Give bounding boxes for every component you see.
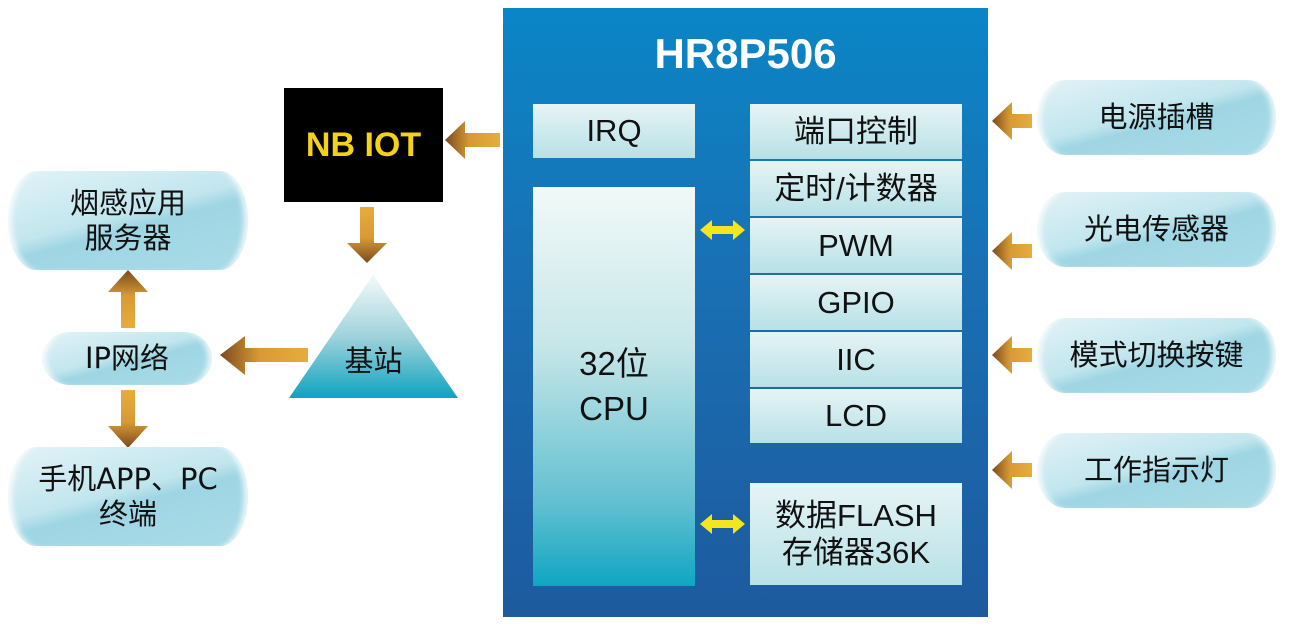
input-photo-sensor: 光电传感器 <box>1037 192 1276 267</box>
input-mode-switch-key: 模式切换按键 <box>1037 318 1276 393</box>
arrow-photo-sensor <box>992 232 1032 270</box>
server-label-1: 烟感应用 <box>69 185 186 220</box>
server-pill: 烟感应用服务器 <box>8 171 248 270</box>
ip-network-pill: IP网络 <box>42 332 212 385</box>
flash-label-1: 数据FLASH <box>775 497 937 533</box>
arrow-nbiot-to-base <box>347 207 387 263</box>
peripheral-pwm: PWM <box>750 218 962 273</box>
cpu-label-1: 32位 <box>579 344 649 382</box>
arrow-chip-to-nbiot <box>445 121 500 159</box>
arrow-base-to-ip <box>220 336 308 375</box>
chip-title: HR8P506 <box>654 30 837 77</box>
flash-label-2: 存储器36K <box>781 535 931 570</box>
cpu-label-2: CPU <box>579 389 649 427</box>
double-arrow-cpu-flash <box>700 514 745 534</box>
base-station-triangle <box>289 275 458 398</box>
arrow-ip-to-terminal <box>108 390 148 448</box>
arrow-mode-key <box>992 336 1032 374</box>
nb-iot-box: NB IOT <box>284 88 443 202</box>
peripheral-port-control: 端口控制 <box>750 104 962 159</box>
arrow-indicator-light <box>992 451 1032 489</box>
base-station-label: 基站 <box>344 344 403 378</box>
server-label-2: 服务器 <box>84 220 172 255</box>
input-power-socket: 电源插槽 <box>1037 80 1276 155</box>
peripheral-timer-counter: 定时/计数器 <box>750 161 962 216</box>
peripheral-gpio: GPIO <box>750 275 962 330</box>
arrow-power-socket <box>992 102 1032 140</box>
peripheral-lcd: LCD <box>750 389 962 443</box>
double-arrow-cpu-peripherals <box>700 220 745 240</box>
arrow-ip-to-server <box>108 270 148 328</box>
irq-box: IRQ <box>533 104 695 158</box>
peripheral-iic: IIC <box>750 332 962 387</box>
cpu-box: 32位 CPU <box>533 187 695 586</box>
terminal-label-2: 终端 <box>98 496 157 531</box>
terminal-label-1: 手机APP、PC <box>38 461 218 496</box>
input-indicator-light: 工作指示灯 <box>1037 433 1276 508</box>
